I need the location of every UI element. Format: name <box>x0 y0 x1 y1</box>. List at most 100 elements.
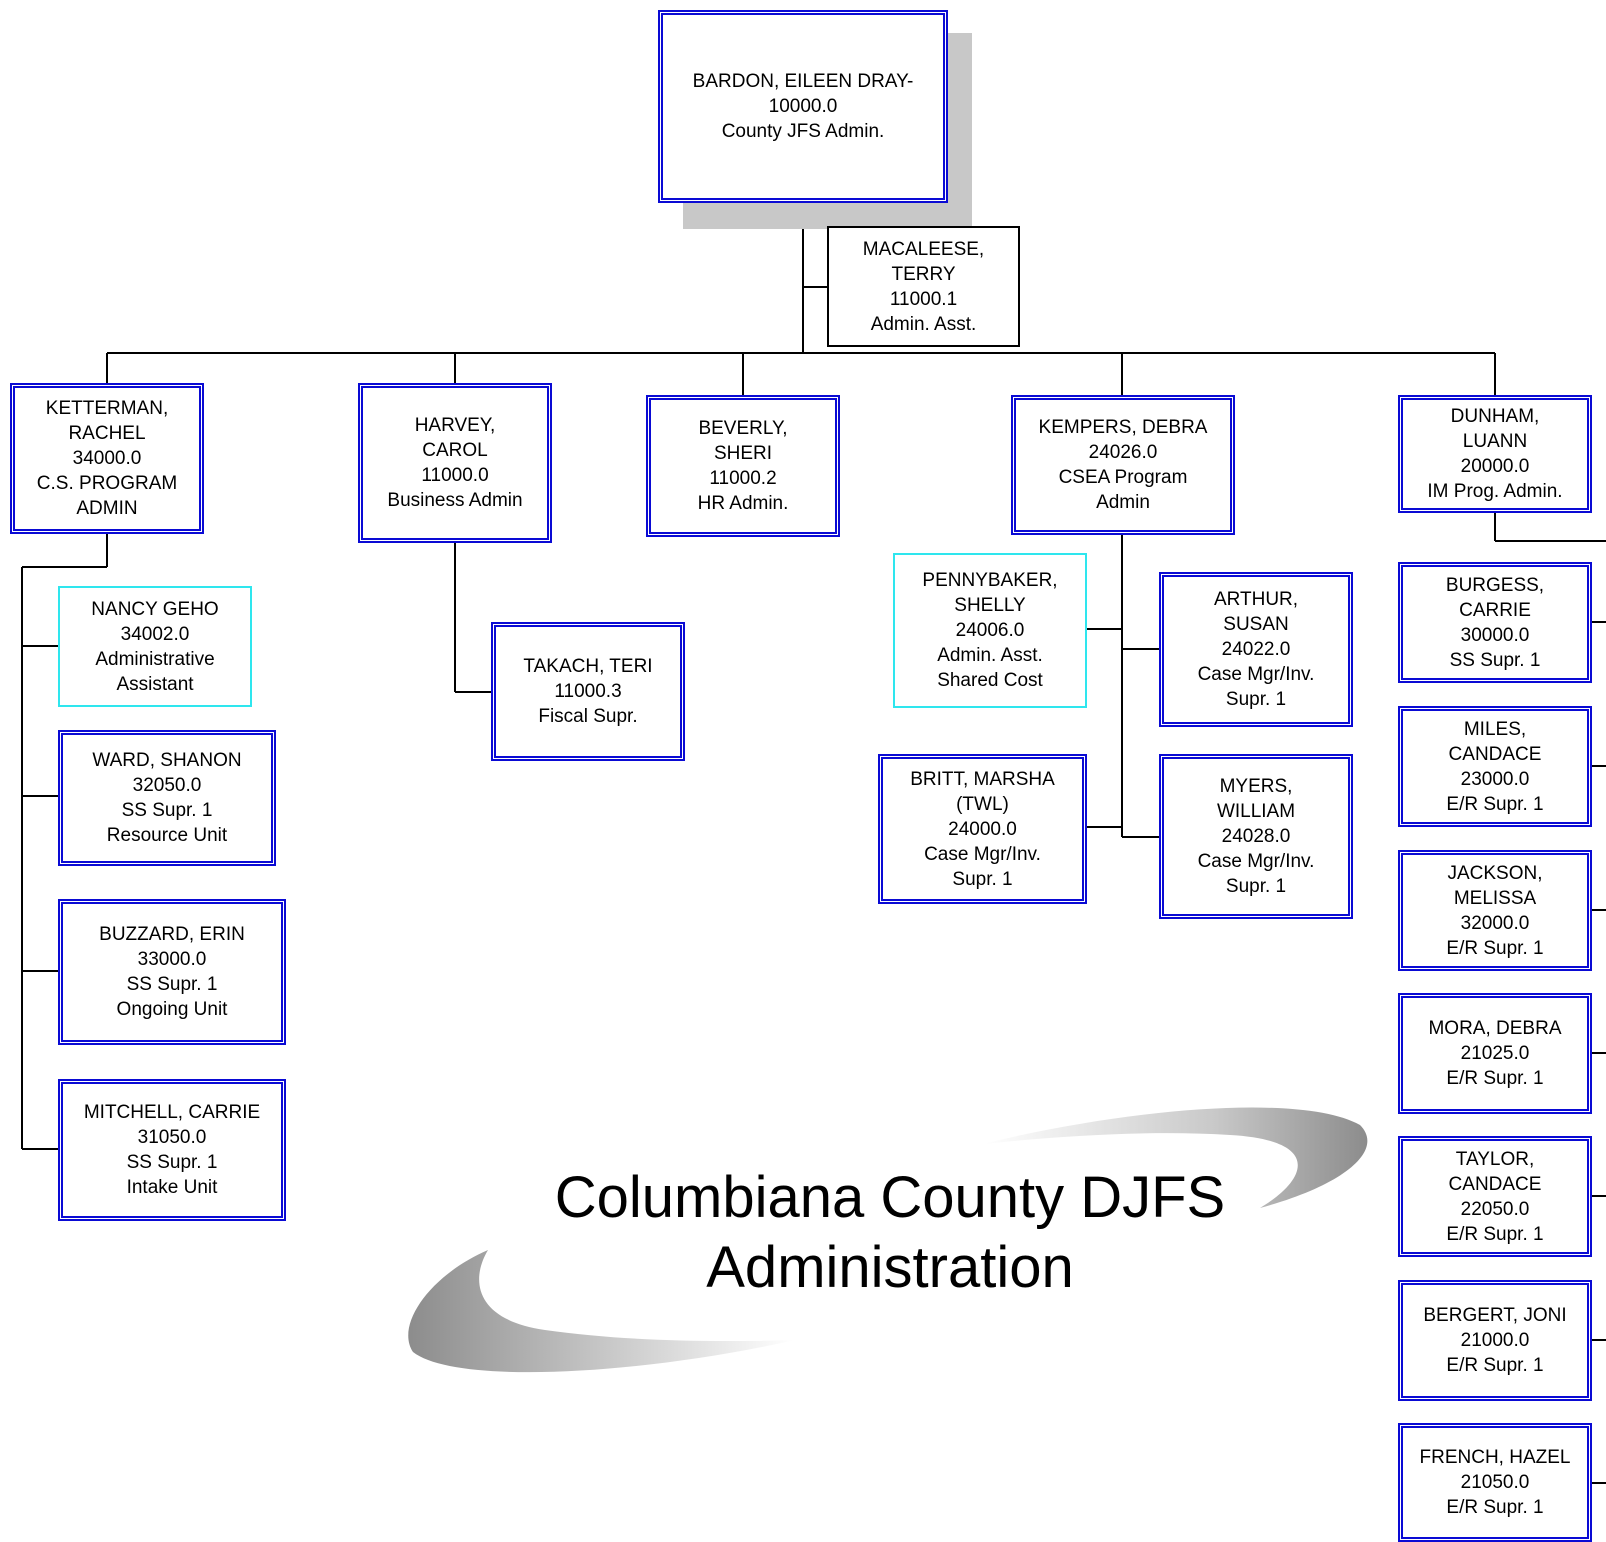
node-name: LUANN <box>1462 431 1528 452</box>
node-takach: TAKACH, TERI 11000.3 Fiscal Supr. <box>491 622 685 761</box>
node-title: Supr. 1 <box>1225 689 1287 710</box>
node-name: CARRIE <box>1459 599 1531 621</box>
caption-line-1: Columbiana County DJFS <box>554 1165 1226 1230</box>
node-name: TERRY <box>891 263 956 285</box>
node-name: ARTHUR, <box>1213 589 1299 610</box>
node-code: 34000.0 <box>72 448 142 469</box>
node-title: SS Supr. 1 <box>121 800 213 821</box>
node-title: Supr. 1 <box>1225 876 1287 897</box>
node-title: Intake Unit <box>126 1177 218 1198</box>
node-bergert: BERGERT, JONI 21000.0 E/R Supr. 1 <box>1398 1280 1592 1401</box>
node-code: 24026.0 <box>1088 442 1158 463</box>
node-code: 22050.0 <box>1460 1198 1530 1220</box>
node-name: SHERI <box>713 443 773 464</box>
node-burgess: BURGESS, CARRIE 30000.0 SS Supr. 1 <box>1398 562 1592 683</box>
node-title: E/R Supr. 1 <box>1446 1497 1544 1518</box>
node-title: Admin. Asst. <box>870 313 977 335</box>
node-name: PENNYBAKER, <box>922 570 1058 591</box>
node-mora: MORA, DEBRA 21025.0 E/R Supr. 1 <box>1398 993 1592 1114</box>
node-name: BEVERLY, <box>698 418 788 439</box>
node-name: BURGESS, <box>1445 574 1545 596</box>
node-title: Business Admin <box>387 490 523 511</box>
node-name: WILLIAM <box>1216 801 1296 822</box>
node-title: HR Admin. <box>697 493 789 514</box>
node-code: 21000.0 <box>1460 1330 1530 1351</box>
node-name: MORA, DEBRA <box>1428 1018 1562 1039</box>
node-code: 24022.0 <box>1221 639 1291 660</box>
node-name: WARD, SHANON <box>92 750 242 771</box>
node-code: 34002.0 <box>120 623 190 645</box>
node-french: FRENCH, HAZEL 21050.0 E/R Supr. 1 <box>1398 1423 1592 1542</box>
swoosh-upper <box>983 1107 1368 1208</box>
node-name: TAYLOR, <box>1455 1148 1535 1170</box>
node-taylor: TAYLOR, CANDACE 22050.0 E/R Supr. 1 <box>1398 1136 1592 1257</box>
node-name: (TWL) <box>956 793 1009 815</box>
node-name: BUZZARD, ERIN <box>99 924 245 945</box>
node-title: Resource Unit <box>106 825 228 846</box>
node-name: CANDACE <box>1448 1173 1542 1195</box>
node-title: E/R Supr. 1 <box>1446 793 1544 815</box>
node-ward: WARD, SHANON 32050.0 SS Supr. 1 Resource… <box>58 730 276 866</box>
node-name: SHELLY <box>954 595 1026 616</box>
diagram-caption: Columbiana County DJFS Administration <box>420 1163 1360 1303</box>
node-code: 21025.0 <box>1460 1043 1530 1064</box>
node-code: 11000.0 <box>421 465 489 486</box>
node-title: E/R Supr. 1 <box>1446 937 1544 959</box>
node-title: Case Mgr/Inv. <box>924 843 1041 865</box>
node-name: NANCY GEHO <box>91 598 219 620</box>
node-code: 24006.0 <box>955 620 1025 641</box>
node-harvey: HARVEY, CAROL 11000.0 Business Admin <box>358 383 552 543</box>
node-name: FRENCH, HAZEL <box>1419 1447 1571 1468</box>
node-title: SS Supr. 1 <box>126 1152 218 1173</box>
node-name: SUSAN <box>1223 614 1289 635</box>
node-name: MITCHELL, CARRIE <box>83 1102 261 1123</box>
node-name: KETTERMAN, <box>45 398 169 419</box>
node-title: Case Mgr/Inv. <box>1197 664 1315 685</box>
node-geho: NANCY GEHO 34002.0 Administrative Assist… <box>58 586 252 707</box>
node-name: MELISSA <box>1453 887 1537 909</box>
node-buzzard: BUZZARD, ERIN 33000.0 SS Supr. 1 Ongoing… <box>58 899 286 1045</box>
node-code: 33000.0 <box>137 949 207 970</box>
node-title: Case Mgr/Inv. <box>1197 851 1315 872</box>
node-title: SS Supr. 1 <box>126 974 218 995</box>
node-code: 32000.0 <box>1460 912 1530 934</box>
node-miles: MILES, CANDACE 23000.0 E/R Supr. 1 <box>1398 706 1592 827</box>
node-arthur: ARTHUR, SUSAN 24022.0 Case Mgr/Inv. Supr… <box>1159 572 1353 727</box>
node-code: 20000.0 <box>1460 456 1530 477</box>
node-title: Admin. Asst. <box>937 645 1043 666</box>
node-title: Fiscal Supr. <box>538 706 638 727</box>
node-title: ADMIN <box>76 498 138 519</box>
node-name: DUNHAM, <box>1450 406 1540 427</box>
node-code: 31050.0 <box>137 1127 207 1148</box>
node-title: Admin <box>1096 492 1150 513</box>
node-code: 23000.0 <box>1460 768 1530 790</box>
node-title: C.S. PROGRAM <box>36 473 178 494</box>
node-ketterman: KETTERMAN, RACHEL 34000.0 C.S. PROGRAM A… <box>10 383 204 534</box>
node-code: 24028.0 <box>1221 826 1291 847</box>
node-title: Administrative <box>95 648 215 670</box>
node-bardon: BARDON, EILEEN DRAY- 10000.0 County JFS … <box>658 10 948 203</box>
caption-line-2: Administration <box>706 1235 1074 1300</box>
node-name: KEMPERS, DEBRA <box>1038 417 1208 438</box>
node-title: Shared Cost <box>937 670 1043 691</box>
node-title: Ongoing Unit <box>116 999 228 1020</box>
node-name: CAROL <box>422 440 488 461</box>
node-name: MYERS, <box>1219 776 1293 797</box>
node-mitchell: MITCHELL, CARRIE 31050.0 SS Supr. 1 Inta… <box>58 1079 286 1221</box>
node-beverly: BEVERLY, SHERI 11000.2 HR Admin. <box>646 395 840 537</box>
node-myers: MYERS, WILLIAM 24028.0 Case Mgr/Inv. Sup… <box>1159 754 1353 919</box>
node-name: MACALEESE, <box>862 238 985 260</box>
node-title: E/R Supr. 1 <box>1446 1355 1544 1376</box>
node-code: 11000.2 <box>709 468 777 489</box>
node-title: SS Supr. 1 <box>1449 649 1541 671</box>
node-title: E/R Supr. 1 <box>1446 1223 1544 1245</box>
node-code: 30000.0 <box>1460 624 1530 646</box>
node-pennybaker: PENNYBAKER, SHELLY 24006.0 Admin. Asst. … <box>893 553 1087 708</box>
node-jackson: JACKSON, MELISSA 32000.0 E/R Supr. 1 <box>1398 850 1592 971</box>
node-name: CANDACE <box>1448 743 1542 765</box>
node-code: 21050.0 <box>1460 1472 1530 1493</box>
node-name: HARVEY, <box>414 415 496 436</box>
node-title: CSEA Program <box>1058 467 1188 488</box>
